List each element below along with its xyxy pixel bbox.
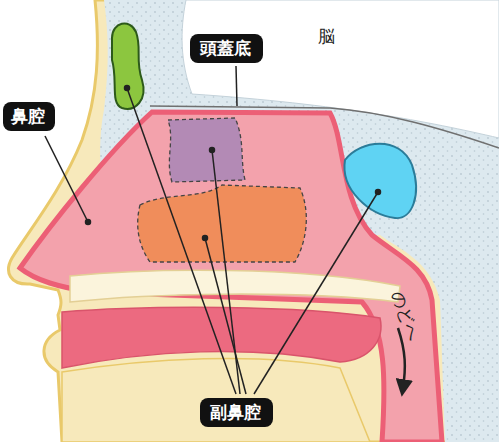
frontal-sinus <box>112 23 144 108</box>
nasal-cavity <box>20 112 442 442</box>
part-name: 副鼻腔 <box>210 402 263 422</box>
part-name: 鼻腔 <box>11 106 47 126</box>
leader-line <box>236 66 237 106</box>
leader-dot <box>203 236 208 241</box>
maxillary-sinus <box>138 185 307 262</box>
lower-jaw <box>62 358 370 442</box>
face-skin <box>9 0 499 442</box>
leader-line <box>45 136 88 222</box>
leader-dot <box>86 220 91 225</box>
part-name: 頭蓋底 <box>200 38 253 58</box>
leader-line <box>205 238 246 394</box>
leader-dot <box>376 190 381 195</box>
leader-lines <box>45 66 381 394</box>
ethmoid-sinus <box>168 118 245 182</box>
leader-line <box>254 192 378 394</box>
leader-dot <box>210 148 215 153</box>
label-tag: 鼻腔 <box>3 102 55 131</box>
sphenoid-sinus <box>344 144 416 218</box>
leader-line <box>127 88 236 394</box>
label-tag: 頭蓋底 <box>190 34 263 63</box>
palate <box>70 270 400 302</box>
leader-dot <box>125 86 130 91</box>
label-tag: 副鼻腔 <box>200 398 273 427</box>
part-label: 脳 <box>318 26 335 46</box>
